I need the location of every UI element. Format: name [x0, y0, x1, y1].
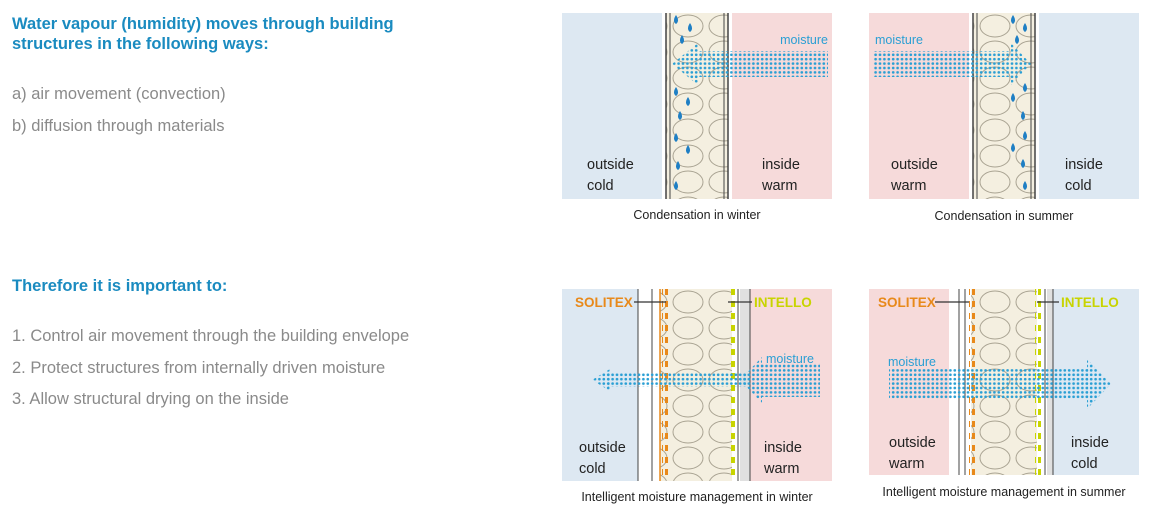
moisture-flow-arrow — [698, 51, 828, 77]
moisture-label: moisture — [766, 352, 814, 366]
outside-zone — [562, 13, 662, 199]
solitex-label: SOLITEX — [575, 295, 633, 310]
diagram-summer-condensation: moisture outside warm inside cold — [869, 13, 1139, 199]
inside-zone — [732, 13, 832, 199]
intro-heading-line-1: Water vapour (humidity) moves through bu… — [12, 15, 394, 33]
intello-label: INTELLO — [1061, 295, 1119, 310]
condensation-drops-icon — [674, 15, 692, 190]
step-item-1: 1. Control air movement through the buil… — [12, 327, 410, 345]
outside-temp-label: cold — [587, 178, 614, 194]
condensation-drops-icon — [1011, 15, 1027, 190]
caption-summer-intelligent: Intelligent moisture management in summe… — [882, 485, 1126, 499]
moisture-flow-arrow — [608, 373, 748, 387]
outside-temp-label: warm — [890, 178, 926, 194]
caption-winter-condensation: Condensation in winter — [633, 208, 761, 222]
step-item-3: 3. Allow structural drying on the inside — [12, 390, 289, 408]
outside-label: outside — [587, 157, 634, 173]
caption-winter-intelligent: Intelligent moisture management in winte… — [581, 490, 813, 504]
diagram-summer-intelligent: SOLITEX INTELLO moisture outside warm in… — [869, 289, 1139, 475]
solitex-label: SOLITEX — [878, 295, 936, 310]
moisture-label: moisture — [888, 355, 936, 369]
inside-temp-label: warm — [761, 178, 797, 194]
inside-label: inside — [762, 157, 800, 173]
intro-heading: Water vapour (humidity) moves through bu… — [12, 14, 394, 54]
intro-heading-line-2: structures in the following ways: — [12, 35, 269, 53]
inside-label: inside — [764, 440, 802, 456]
inside-label: inside — [1065, 157, 1103, 173]
moisture-flow-arrow — [873, 51, 1011, 77]
outside-label: outside — [889, 435, 936, 451]
moisture-label: moisture — [780, 33, 828, 47]
inside-temp-label: cold — [1065, 178, 1092, 194]
way-item-a: a) air movement (convection) — [12, 85, 226, 103]
diagram-winter-condensation: moisture outside cold inside warm — [562, 13, 832, 199]
outside-zone — [869, 13, 969, 199]
inside-temp-label: warm — [763, 461, 799, 477]
caption-summer-condensation: Condensation in summer — [934, 209, 1074, 223]
moisture-flow-arrow — [889, 369, 1089, 399]
inside-temp-label: cold — [1071, 456, 1098, 472]
step-item-2: 2. Protect structures from internally dr… — [12, 359, 386, 377]
moisture-label: moisture — [875, 33, 923, 47]
intello-label: INTELLO — [754, 295, 812, 310]
outside-label: outside — [891, 157, 938, 173]
outside-temp-label: cold — [579, 461, 606, 477]
inside-zone — [1039, 13, 1139, 199]
diagram-winter-intelligent: SOLITEX INTELLO moisture outside cold in… — [562, 289, 832, 481]
importance-heading: Therefore it is important to: — [12, 277, 228, 295]
way-item-b: b) diffusion through materials — [12, 117, 225, 135]
outside-temp-label: warm — [888, 456, 924, 472]
outside-label: outside — [579, 440, 626, 456]
inside-label: inside — [1071, 435, 1109, 451]
